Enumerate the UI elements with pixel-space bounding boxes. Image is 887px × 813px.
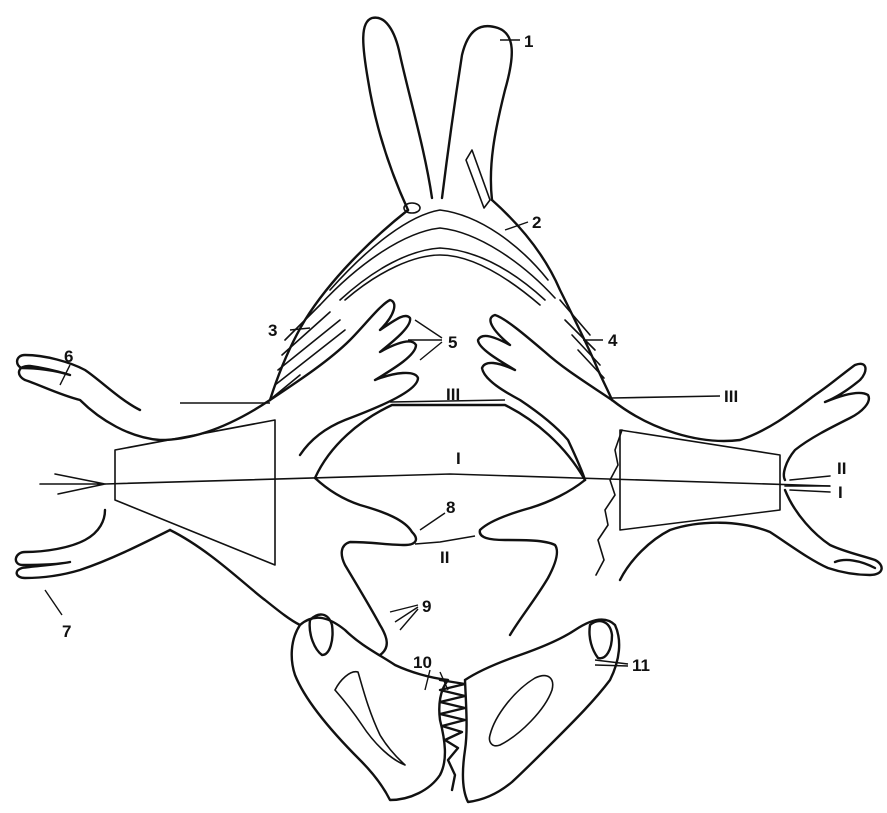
left-fingers — [270, 300, 418, 455]
left-striations — [272, 305, 345, 398]
axis-II-right-label: II — [837, 459, 846, 478]
axis-III-left-label: III — [446, 385, 460, 404]
axis-II-center — [415, 536, 475, 544]
label-5: 5 — [448, 333, 457, 352]
right-wing-lower-outline — [620, 490, 882, 580]
label-10: 10 — [413, 653, 432, 672]
label-8: 8 — [446, 498, 455, 517]
lower-left-foramen — [335, 672, 405, 765]
lower-right-notch — [589, 621, 612, 658]
label-1: 1 — [524, 32, 533, 51]
right-wing-tip — [835, 560, 875, 568]
label-9: 9 — [422, 597, 431, 616]
axis-III-right-label: III — [724, 387, 738, 406]
upper-ridge-2 — [320, 228, 555, 305]
leader-9 — [390, 605, 418, 630]
right-horn-foramen — [466, 150, 490, 208]
axis-III-right — [612, 396, 720, 398]
lower-right-lobe — [463, 620, 619, 802]
right-fracture-line — [596, 430, 622, 575]
right-horn-outline — [442, 26, 512, 200]
right-wing-upper-outline — [612, 364, 869, 480]
lower-right-foramen — [489, 676, 552, 746]
label-6: 6 — [64, 347, 73, 366]
label-7: 7 — [62, 622, 71, 641]
leader-5 — [408, 320, 442, 360]
lower-left-notch — [310, 615, 333, 655]
label-3: 3 — [268, 321, 277, 340]
left-wing-lower-outline — [16, 510, 170, 578]
leader-7 — [45, 590, 62, 615]
label-11: 11 — [632, 656, 650, 675]
left-lower-contour — [170, 530, 300, 625]
leader-11 — [595, 660, 628, 666]
axis-left-rays — [40, 474, 105, 494]
axis-I-line — [105, 474, 830, 486]
axis-I-center-label: I — [456, 449, 461, 468]
leader-8 — [420, 513, 445, 530]
label-4: 4 — [608, 331, 618, 350]
leader-3 — [290, 328, 310, 330]
left-horn-outline — [363, 18, 432, 210]
lower-notch-right — [480, 480, 585, 635]
inner-arch — [345, 255, 540, 305]
axis-I-right-label: I — [838, 483, 843, 502]
label-2: 2 — [532, 213, 541, 232]
axis-II-center-label: II — [440, 548, 449, 567]
